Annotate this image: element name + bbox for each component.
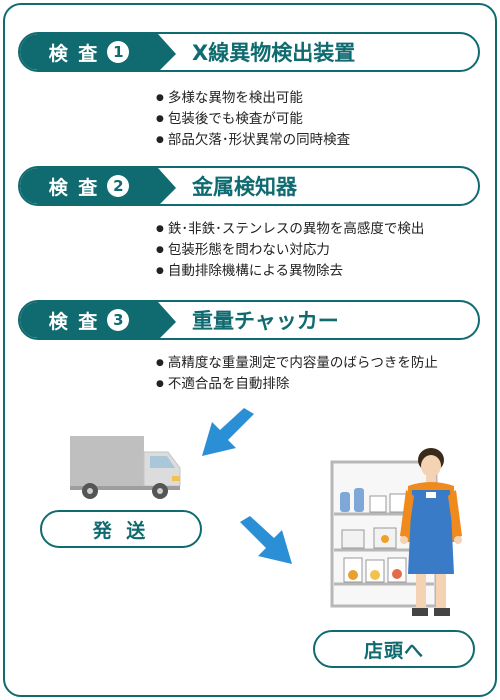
shipping-button[interactable]: 発 送 [40,510,202,548]
truck-icon [70,436,181,499]
inspection-3-number: 3 [107,309,130,331]
inspection-2-number: 2 [107,175,130,197]
inspection-1-header: 検 査 1 X線異物検出装置 [18,32,480,72]
inspection-2-tag: 検 査 2 [20,168,176,204]
inspection-3-bullet-1: 高精度な重量測定で内容量のばらつきを防止 [156,353,438,374]
inspection-3-header: 検 査 3 重量チャッカー [18,300,480,340]
shop-clerk-icon [400,448,462,616]
inspection-3-tag-label: 検 査 [48,310,100,333]
inspection-2-title: 金属検知器 [192,175,297,199]
inspection-2-bullet-2: 包装形態を問わない対応力 [156,240,424,261]
inspection-1-bullet-1: 多様な異物を検出可能 [156,88,350,109]
inspection-3-bullets: 高精度な重量測定で内容量のばらつきを防止 不適合品を自動排除 [156,353,438,395]
inspection-1-tag: 検 査 1 [20,34,176,70]
arrow-down-left-icon [202,408,254,456]
inspection-1-number: 1 [107,41,130,63]
inspection-2-header: 検 査 2 金属検知器 [18,166,480,206]
inspection-3-bullet-2: 不適合品を自動排除 [156,374,438,395]
inspection-1-title: X線異物検出装置 [192,41,356,65]
inspection-2-tag-label: 検 査 [48,176,100,199]
inspection-2-bullet-3: 自動排除機構による異物除去 [156,261,424,282]
inspection-1-bullet-3: 部品欠落･形状異常の同時検査 [156,130,350,151]
arrow-down-right-icon [240,516,292,564]
inspection-3-title: 重量チャッカー [192,309,339,333]
store-button[interactable]: 店頭へ [313,630,475,668]
inspection-2-bullets: 鉄･非鉄･ステンレスの異物を高感度で検出 包装形態を問わない対応力 自動排除機構… [156,219,425,282]
inspection-1-tag-label: 検 査 [48,42,100,65]
inspection-1-bullets: 多様な異物を検出可能 包装後でも検査が可能 部品欠落･形状異常の同時検査 [156,88,350,151]
inspection-3-tag: 検 査 3 [20,302,176,338]
inspection-1-bullet-2: 包装後でも検査が可能 [156,109,350,130]
inspection-2-bullet-1: 鉄･非鉄･ステンレスの異物を高感度で検出 [156,219,425,240]
